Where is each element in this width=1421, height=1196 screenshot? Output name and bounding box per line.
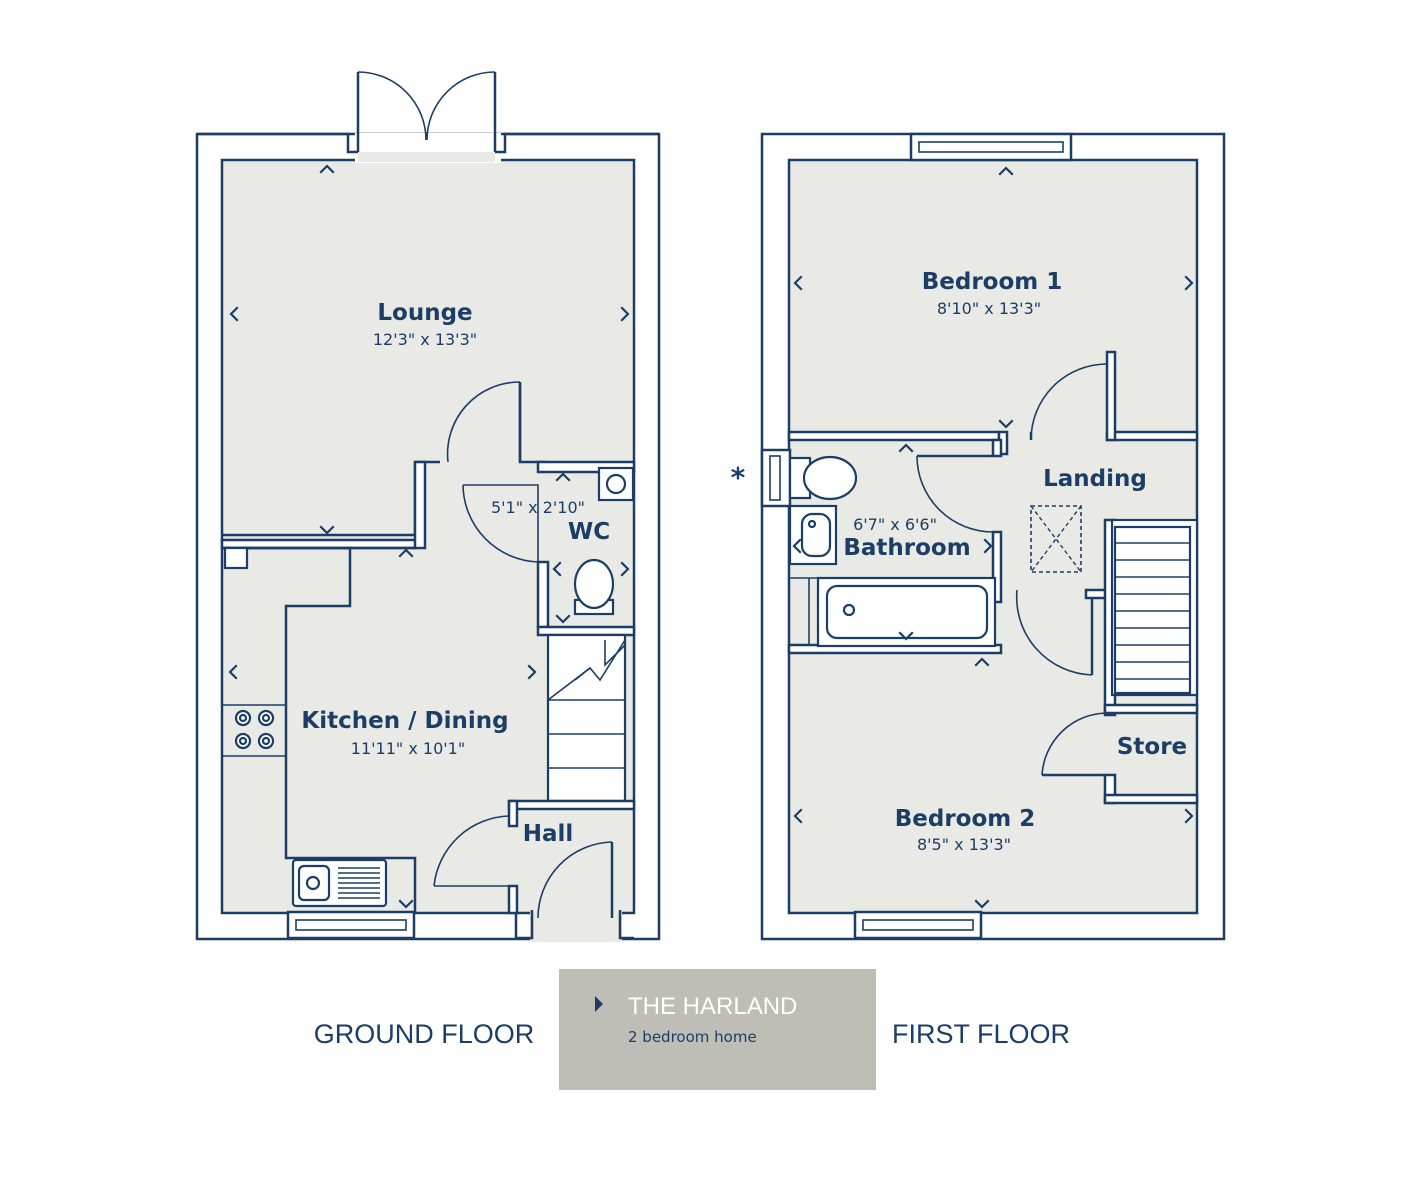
chevron-right-icon (620, 561, 630, 577)
bedroom-1-dimensions: 8'10" x 13'3" (937, 299, 1041, 318)
house-type-subtitle: 2 bedroom home (628, 1028, 757, 1046)
chevron-left-icon (792, 538, 802, 554)
chevron-right-icon (527, 664, 537, 680)
chevron-right-icon (983, 538, 993, 554)
lounge-name: Lounge (377, 300, 472, 326)
bathroom-window (760, 448, 792, 508)
hall-walls (433, 799, 636, 942)
hob-icon (234, 709, 275, 750)
chevron-down-icon (555, 614, 571, 624)
chevron-left-icon (793, 808, 803, 824)
kitchen-dining-name: Kitchen / Dining (301, 708, 508, 734)
chevron-left-icon (552, 561, 562, 577)
kitchen-window (286, 910, 416, 940)
lounge-dimensions: 12'3" x 13'3" (373, 330, 477, 349)
landing-name: Landing (1043, 466, 1147, 492)
ground-floor-plan (195, 71, 661, 942)
bathroom-name: Bathroom (843, 535, 970, 561)
asterisk-marker: * (731, 461, 746, 494)
chevron-left-icon (228, 664, 238, 680)
loft-hatch-icon (1030, 505, 1082, 573)
title-panel: THE HARLAND 2 bedroom home (559, 969, 876, 1090)
chevron-down-icon (898, 631, 914, 641)
kitchen-units (222, 546, 417, 913)
chevron-down-icon (398, 899, 414, 909)
chevron-right-icon (1184, 275, 1194, 291)
first-floor-plan (760, 132, 1226, 941)
chevron-right-icon (1184, 808, 1194, 824)
chevron-right-icon (620, 306, 630, 322)
french-doors (197, 71, 659, 163)
wc-name: WC (568, 519, 610, 545)
chevron-down-icon (974, 899, 990, 909)
sink-icon (291, 858, 388, 908)
chevron-up-icon (898, 443, 914, 453)
bedroom-2-name: Bedroom 2 (895, 806, 1036, 832)
wc-fixtures (573, 466, 635, 616)
kitchen-dining-dimensions: 11'11" x 10'1" (351, 739, 465, 758)
bathroom-fixtures (788, 455, 997, 648)
ground-floor-label: GROUND FLOOR (314, 1019, 535, 1049)
first-floor-partitions (787, 350, 1199, 805)
lounge-door-swing (446, 381, 521, 463)
chevron-left-icon (793, 275, 803, 291)
bedroom-1-window (909, 132, 1073, 162)
house-type-name: THE HARLAND (628, 993, 797, 1020)
chevron-up-icon (974, 657, 990, 667)
front-door-swing (537, 841, 613, 919)
hall-name: Hall (523, 821, 574, 847)
wc-dimensions: 5'1" x 2'10" (491, 498, 585, 517)
chevron-up-icon (998, 166, 1014, 176)
bedroom-2-window (853, 910, 983, 940)
kitchen-door-swing (433, 815, 510, 887)
dimension-markers (228, 164, 1194, 909)
play-triangle-icon (595, 996, 603, 1012)
store-name: Store (1117, 734, 1187, 760)
bedroom-2-dimensions: 8'5" x 13'3" (917, 835, 1011, 854)
chevron-up-icon (319, 164, 335, 174)
bathroom-dimensions: 6'7" x 6'6" (853, 515, 937, 534)
chevron-left-icon (229, 306, 239, 322)
chevron-down-icon (319, 525, 335, 535)
ground-floor-stairs (546, 633, 627, 803)
first-floor-stairs (1110, 518, 1199, 697)
chevron-up-icon (555, 472, 571, 482)
chevron-up-icon (398, 548, 414, 558)
first-floor-label: FIRST FLOOR (892, 1019, 1070, 1049)
bedroom-1-name: Bedroom 1 (922, 269, 1063, 295)
chevron-down-icon (998, 419, 1014, 429)
